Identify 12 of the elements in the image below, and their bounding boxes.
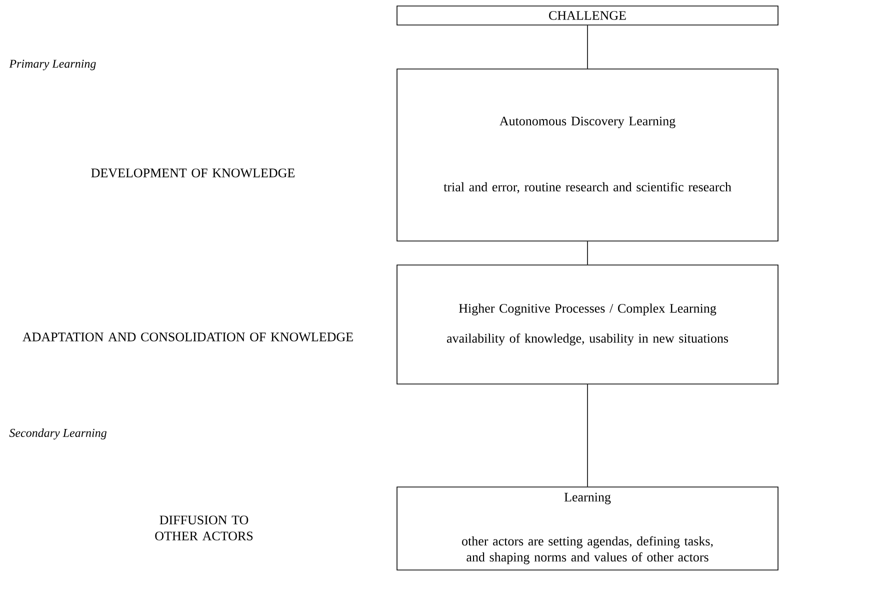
level-label: Primary Learning [9, 60, 96, 70]
stage-box: Autonomous Discovery Learning trial and error, routine research and scientific research [396, 68, 778, 242]
connector-line [587, 25, 588, 69]
level-label: Secondary Learning [9, 428, 106, 440]
phase-label: DEVELOPMENT OF KNOWLEDGE [91, 168, 295, 178]
stage-box: Higher Cognitive Processes / Complex Learning availability of knowledge, usability in new situations [396, 264, 778, 384]
connector-line [587, 384, 588, 487]
phase-label: ADAPTATION AND CONSOLIDATION OF KNOWLEDGE [22, 332, 353, 342]
phase-label: DIFFUSION TO OTHER ACTORS [155, 516, 253, 540]
connector-line [587, 241, 588, 265]
stage-box: Learning other actors are setting agendas, defining tasks, and shaping norms and values of other actors [396, 486, 778, 570]
challenge-box: CHALLENGE [396, 6, 778, 26]
